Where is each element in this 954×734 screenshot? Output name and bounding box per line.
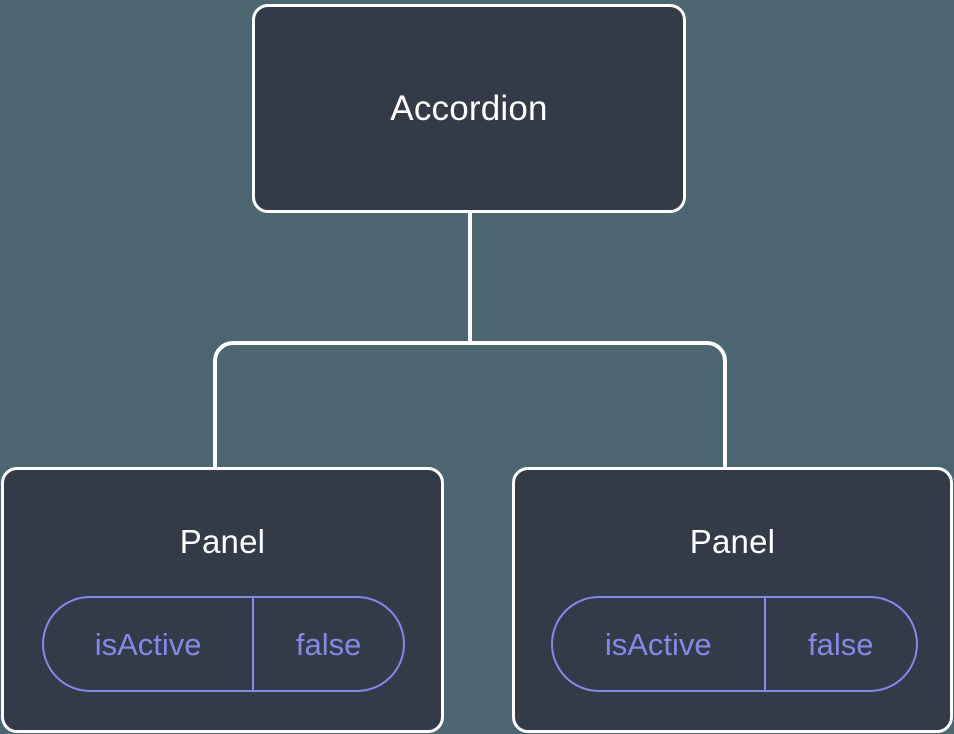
- prop-key: isActive: [553, 598, 766, 690]
- node-panel-right[interactable]: Panel isActive false: [512, 467, 953, 733]
- edge-branch-to-panel-left: [213, 341, 470, 470]
- node-accordion[interactable]: Accordion: [252, 4, 686, 213]
- node-panel-left[interactable]: Panel isActive false: [1, 467, 444, 733]
- node-title: Panel: [179, 523, 266, 560]
- node-title: Accordion: [390, 89, 548, 128]
- prop-key: isActive: [44, 598, 255, 690]
- prop-value: false: [808, 626, 874, 662]
- node-title: Panel: [689, 523, 776, 560]
- edge-branch-to-panel-right: [470, 341, 727, 470]
- prop-pill-isactive[interactable]: isActive false: [551, 596, 918, 692]
- prop-pill-isactive[interactable]: isActive false: [42, 596, 405, 692]
- prop-value: false: [295, 626, 362, 662]
